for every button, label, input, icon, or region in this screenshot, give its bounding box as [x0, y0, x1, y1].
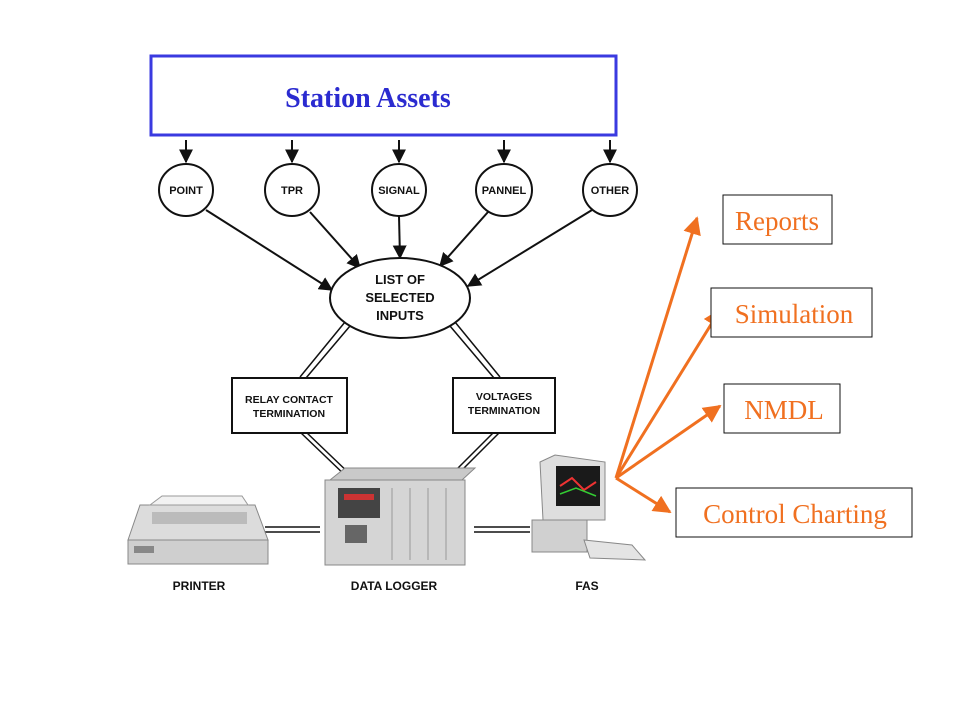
output-control-charting: Control Charting [675, 487, 913, 538]
input-arrows [205, 209, 593, 291]
fas-caption: FAS [575, 579, 598, 593]
list-node: LIST OF SELECTED INPUTS [329, 257, 471, 339]
input-node-pannel: PANNEL [475, 163, 533, 217]
data-logger-caption: DATA LOGGER [351, 579, 438, 593]
voltages-box: VOLTAGES TERMINATION [452, 377, 556, 434]
output-label: NMDL [744, 395, 824, 425]
input-label: SIGNAL [378, 185, 420, 197]
input-node-point: POINT [158, 163, 214, 217]
input-label: TPR [281, 185, 303, 197]
voltages-line-2: TERMINATION [468, 405, 540, 417]
output-reports: Reports [722, 194, 833, 245]
station-assets-box [149, 54, 618, 137]
output-simulation: Simulation [710, 287, 873, 338]
voltages-line-1: VOLTAGES [476, 391, 532, 403]
input-label: OTHER [591, 185, 630, 197]
printer-caption: PRINTER [173, 579, 226, 593]
relay-contact-box: RELAY CONTACT TERMINATION [231, 377, 348, 434]
station-assets-title: Station Assets [285, 83, 451, 114]
title-arrows [179, 140, 617, 164]
printer-image [127, 495, 269, 565]
list-line-2: SELECTED [365, 290, 434, 305]
output-nmdl: NMDL [723, 383, 841, 434]
output-label: Simulation [735, 299, 854, 329]
input-node-tpr: TPR [264, 163, 320, 217]
output-label: Reports [735, 206, 819, 236]
relay-line-1: RELAY CONTACT [245, 394, 333, 406]
input-label: POINT [169, 185, 203, 197]
list-line-1: LIST OF [375, 272, 425, 287]
relay-line-2: TERMINATION [253, 408, 325, 420]
output-label: Control Charting [703, 499, 887, 529]
fas-computer-image [531, 454, 647, 561]
input-label: PANNEL [482, 185, 527, 197]
input-node-other: OTHER [582, 163, 638, 217]
output-arrows [614, 216, 722, 514]
data-logger-image [324, 467, 477, 566]
list-line-3: INPUTS [376, 308, 424, 323]
input-node-signal: SIGNAL [371, 163, 427, 217]
